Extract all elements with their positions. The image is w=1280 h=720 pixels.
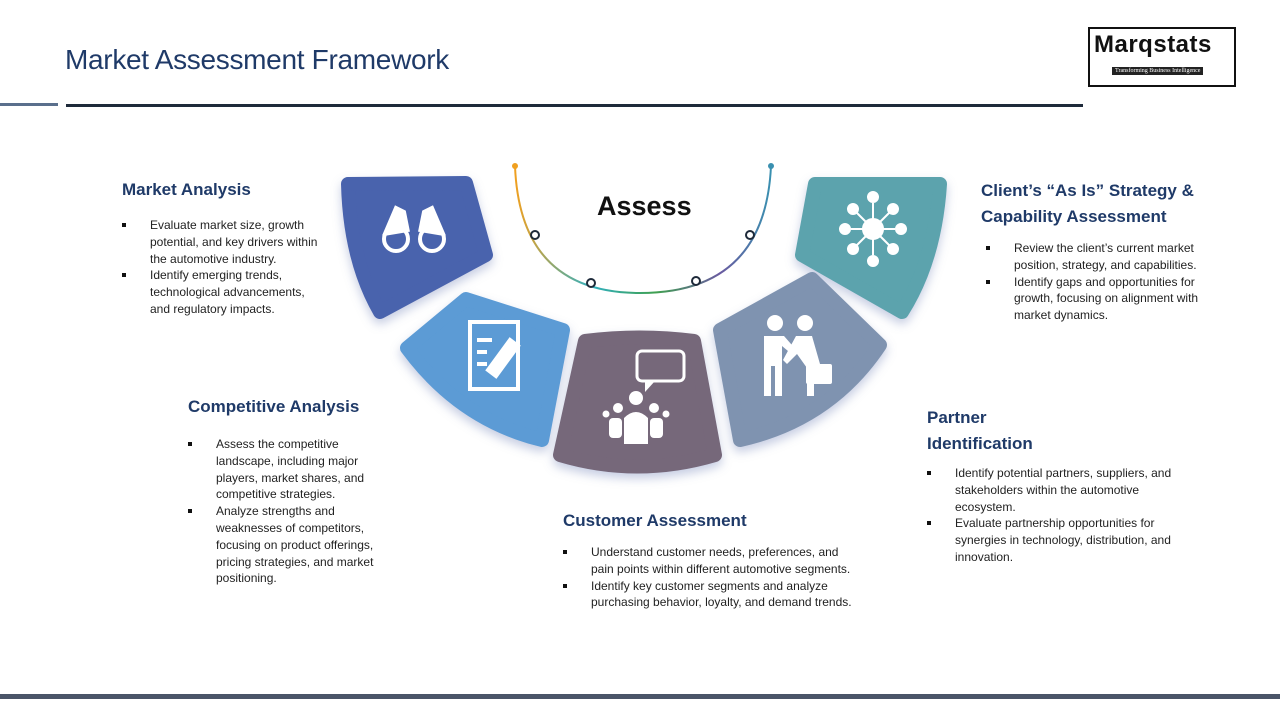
section-title-line1: Partner: [927, 408, 987, 427]
bullet: Understand customer needs, preferences, …: [563, 544, 863, 578]
logo-name: Marqstats: [1094, 31, 1216, 59]
partner-segment: [713, 272, 887, 447]
bullet: Identify key customer segments and analy…: [563, 578, 863, 612]
client-strategy-section: Client’s “As Is” Strategy & Capability A…: [981, 178, 1251, 324]
footer-bar: [0, 694, 1280, 699]
section-title-line1: Client’s “As Is” Strategy &: [981, 181, 1194, 200]
bullet: Evaluate market size, growth potential, …: [122, 217, 322, 267]
bullet: Identify gaps and opportunities for grow…: [986, 274, 1214, 324]
center-label: Assess: [597, 191, 692, 221]
network-icon: [839, 191, 907, 267]
partner-identification-section: Partner Identification Identify potentia…: [927, 405, 1177, 566]
section-title-line2: Capability Assessment: [981, 207, 1167, 226]
title-divider: [66, 104, 1083, 107]
customer-assessment-section: Customer Assessment Understand customer …: [563, 508, 863, 611]
competitive-analysis-section: Competitive Analysis Assess the competit…: [188, 394, 398, 587]
bullet: Identify potential partners, suppliers, …: [927, 465, 1177, 515]
section-title: Customer Assessment: [563, 511, 747, 530]
bullet: Evaluate partnership opportunities for s…: [927, 515, 1177, 565]
logo: Marqstats Transforming Business Intellig…: [1088, 27, 1238, 89]
bullet: Review the client’s current market posit…: [986, 240, 1214, 274]
bullet: Assess the competitive landscape, includ…: [188, 436, 398, 503]
document-edit-icon: [468, 320, 521, 391]
section-title: Market Analysis: [122, 180, 251, 199]
logo-tagline: Transforming Business Intelligence: [1112, 67, 1204, 75]
assess-arc: [514, 165, 772, 295]
competitive-segment: [400, 292, 570, 447]
section-title: Competitive Analysis: [188, 397, 360, 416]
bullet: Analyze strengths and weaknesses of comp…: [188, 503, 398, 587]
group-chat-icon: [602, 349, 686, 444]
section-title-line2: Identification: [927, 434, 1033, 453]
client-segment: [795, 177, 947, 319]
handshake-icon: [764, 315, 832, 396]
binoculars-icon: [382, 205, 446, 253]
market-segment: [341, 176, 493, 319]
bullet: Identify emerging trends, technological …: [122, 267, 322, 317]
market-analysis-section: Market Analysis Evaluate market size, gr…: [122, 177, 322, 318]
title-divider-accent: [0, 103, 58, 106]
logo-frame: [1088, 27, 1236, 87]
page-title: Market Assessment Framework: [65, 44, 449, 75]
